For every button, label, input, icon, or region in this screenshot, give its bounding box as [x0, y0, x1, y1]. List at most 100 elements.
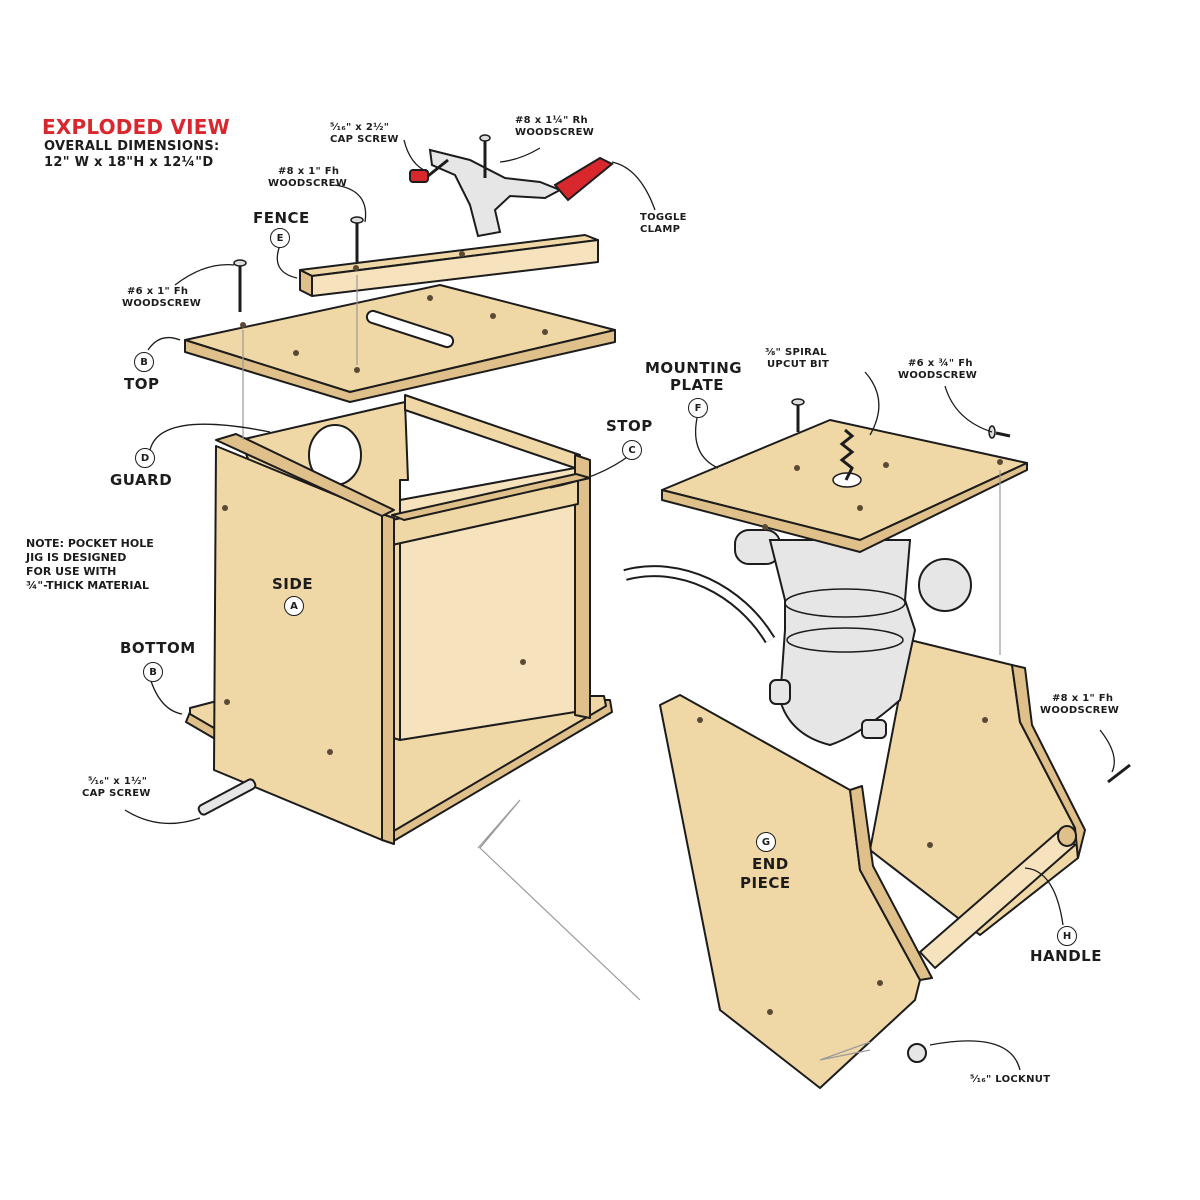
toggle-clamp-label-1: TOGGLE	[640, 212, 687, 223]
bottom-label: BOTTOM	[120, 639, 196, 657]
end-piece-back-edge	[1011, 664, 1086, 859]
handle-part	[919, 829, 1076, 969]
woodscrew-part	[233, 134, 491, 312]
note-line-3: FOR USE WITH	[26, 565, 117, 578]
screw-hole	[459, 251, 465, 257]
router-motor	[734, 529, 972, 747]
screw-hole	[293, 350, 299, 356]
locknut-part	[907, 1043, 927, 1063]
side-key-badge: A	[284, 596, 304, 616]
leader-line	[611, 161, 656, 211]
leader-line	[1099, 729, 1115, 773]
mounting-plate-edge	[661, 462, 1028, 553]
locknut-label: ⁵⁄₁₆" LOCKNUT	[970, 1074, 1051, 1085]
leader-line	[403, 139, 429, 173]
screw-hole	[767, 1009, 773, 1015]
side-panel-edge	[381, 513, 395, 845]
mounting-plate-label-1: MOUNTING	[645, 359, 743, 377]
screw-hole	[877, 980, 883, 986]
woodscrew-rh-label-1: #8 x 1¼" Rh	[515, 115, 588, 126]
leader-line	[149, 677, 183, 715]
top-label: TOP	[124, 375, 160, 393]
leader-line	[174, 264, 235, 286]
stop-label: STOP	[606, 417, 653, 435]
leader-line	[864, 371, 880, 436]
cap-screw-top-label-2: CAP SCREW	[330, 134, 399, 145]
screw-hole	[697, 717, 703, 723]
screw-hole	[427, 295, 433, 301]
handle-label: HANDLE	[1030, 947, 1102, 965]
toggle-clamp-part	[409, 148, 614, 238]
back-side-edge	[574, 454, 591, 719]
woodscrew-end-label-2: WOODSCREW	[1040, 705, 1120, 716]
toggle-clamp-label-2: CLAMP	[640, 224, 681, 235]
leader-line	[499, 147, 541, 163]
fence-label: FENCE	[253, 209, 310, 227]
screw-hole	[794, 465, 800, 471]
spiral-bit-label-2: UPCUT BIT	[767, 359, 830, 370]
screw-hole	[224, 699, 230, 705]
woodscrew-fence-label-2: WOODSCREW	[268, 178, 348, 189]
screw-hole	[354, 367, 360, 373]
stop-key-badge: C	[622, 440, 642, 460]
top-panel	[184, 284, 616, 393]
side-panel-top-edge	[215, 433, 395, 517]
stop-top	[391, 473, 591, 521]
dimensions-value: 12" W x 18"H x 12¼"D	[44, 155, 214, 170]
top-slot	[365, 309, 455, 349]
spiral-bit-part	[839, 428, 855, 481]
woodscrew-fence-label-1: #8 x 1" Fh	[278, 166, 340, 177]
screw-hole	[857, 505, 863, 511]
end-piece-label-2: PIECE	[740, 874, 791, 892]
cap-screw-part	[197, 778, 257, 816]
woodscrew-plate-label-2: WOODSCREW	[898, 370, 978, 381]
guard-key-badge: D	[135, 448, 155, 468]
leader-line	[124, 809, 201, 824]
woodscrew-top-label-2: WOODSCREW	[122, 298, 202, 309]
cap-screw-bottom-label-2: CAP SCREW	[82, 788, 151, 799]
top-key-badge: B	[134, 352, 154, 372]
note-line-4: ¾"-THICK MATERIAL	[26, 579, 150, 592]
bottom-key-badge: B	[143, 662, 163, 682]
end-piece-key-badge: G	[756, 832, 776, 852]
screw-hole	[520, 659, 526, 665]
screw-hole	[327, 749, 333, 755]
woodscrew-plate-label-1: #6 x ¾" Fh	[908, 358, 973, 369]
handle-key-badge: H	[1057, 926, 1077, 946]
note-line-2: JIG IS DESIGNED	[26, 551, 127, 564]
guard-label: GUARD	[110, 471, 173, 489]
note-line-1: NOTE: POCKET HOLE	[26, 537, 154, 550]
side-label: SIDE	[272, 575, 314, 593]
assembly-line	[819, 1041, 871, 1061]
screw-hole	[883, 462, 889, 468]
leader-line	[149, 423, 271, 451]
mounting-plate-label-2: PLATE	[670, 376, 724, 394]
woodscrew-top-label-1: #6 x 1" Fh	[127, 286, 189, 297]
leader-line	[549, 454, 631, 489]
screw-hole	[542, 329, 548, 335]
diagram-title: EXPLODED VIEW	[42, 115, 230, 139]
leader-line	[1024, 867, 1064, 926]
fence-face	[311, 239, 599, 297]
woodscrew-end-label-1: #8 x 1" Fh	[1052, 693, 1114, 704]
end-piece-label-1: END	[752, 855, 789, 873]
screw-hole	[222, 505, 228, 511]
cap-screw-top-label-1: ⁵⁄₁₆" x 2½"	[330, 122, 390, 133]
screw-hole	[997, 459, 1003, 465]
screw-hole	[240, 322, 246, 328]
screw-hole	[927, 842, 933, 848]
screw-hole	[353, 265, 359, 271]
assembly-line	[477, 799, 641, 1001]
end-piece-edge	[849, 785, 933, 981]
leader-line	[334, 184, 367, 223]
dimensions-heading: OVERALL DIMENSIONS:	[44, 139, 220, 154]
mounting-plate-key-badge: F	[688, 398, 708, 418]
leader-line	[944, 385, 993, 433]
leader-line	[929, 1040, 1021, 1071]
leader-line	[147, 336, 181, 351]
fence-key-badge: E	[270, 228, 290, 248]
spiral-bit-label-1: ⅜" SPIRAL	[765, 347, 827, 358]
top-panel-edge	[184, 329, 616, 403]
screw-hole	[982, 717, 988, 723]
